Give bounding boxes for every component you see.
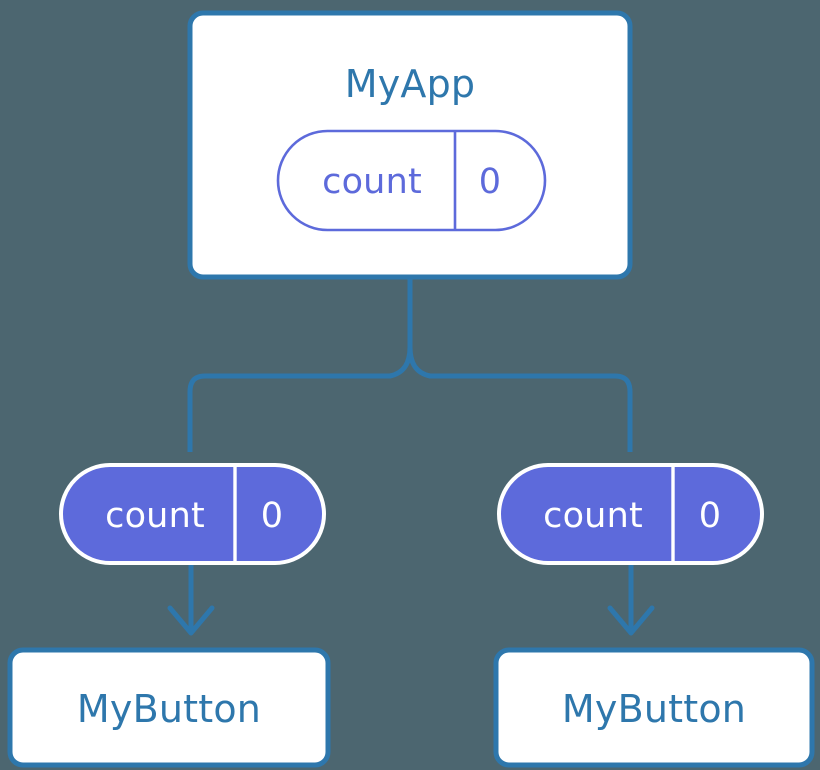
edge-fork-to-prop-right <box>407 346 633 452</box>
component-node-myapp[interactable]: MyApp count 0 <box>187 10 633 280</box>
component-label-myapp: MyApp <box>345 62 476 106</box>
component-label-mybutton-right: MyButton <box>562 687 746 731</box>
state-pill-root-key: count <box>322 162 422 202</box>
arrowhead-left-icon <box>167 605 215 636</box>
state-pill-prop-right-value: 0 <box>699 496 721 536</box>
arrowhead-right-icon <box>607 605 655 636</box>
component-box-mybutton-left[interactable] <box>7 647 331 768</box>
component-node-mybutton-left[interactable]: MyButton <box>7 647 331 768</box>
state-pill-prop-right-key: count <box>543 496 643 536</box>
component-box-mybutton-right[interactable] <box>493 647 815 768</box>
state-pill-prop-right-shape[interactable] <box>497 463 764 565</box>
component-node-mybutton-right[interactable]: MyButton <box>493 647 815 768</box>
state-pill-prop-left-value: 0 <box>261 496 283 536</box>
state-pill-prop-left-shape[interactable] <box>59 463 326 565</box>
connector-group <box>167 277 655 636</box>
state-pill-prop-right[interactable]: count 0 <box>497 463 764 565</box>
edge-fork-to-prop-left <box>187 346 413 452</box>
state-pill-prop-left[interactable]: count 0 <box>59 463 326 565</box>
state-pill-prop-left-key: count <box>105 496 205 536</box>
state-pill-root-shape[interactable] <box>276 129 547 232</box>
state-pill-root[interactable]: count 0 <box>276 129 547 232</box>
state-pill-root-value: 0 <box>479 162 501 202</box>
component-label-mybutton-left: MyButton <box>77 687 261 731</box>
